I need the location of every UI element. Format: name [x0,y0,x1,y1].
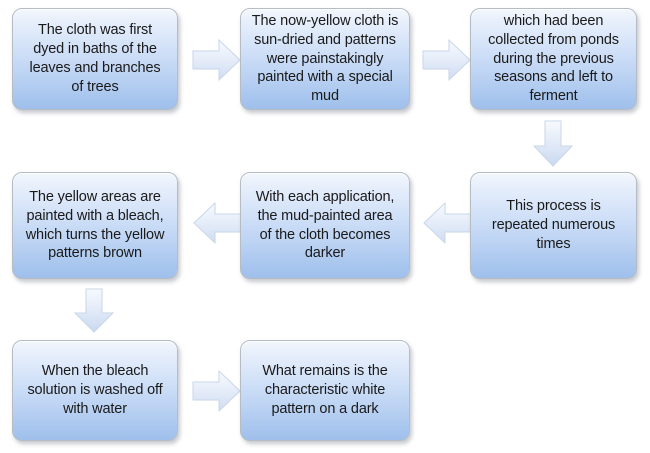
process-node-5-label: With each application, the mud-painted a… [255,188,395,262]
process-node-6[interactable]: The yellow areas are painted with a blea… [12,172,178,279]
process-node-2-label: The now-yellow cloth is sun-dried and pa… [251,12,399,105]
process-node-7[interactable]: When the bleach solution is washed off w… [12,340,178,441]
process-node-5[interactable]: With each application, the mud-painted a… [240,172,410,279]
connector-arrow-down-2[interactable] [72,288,116,334]
process-node-4[interactable]: This process is repeated numerous times [470,172,637,279]
connector-arrow-right-1[interactable] [192,38,242,82]
connector-arrow-right-2[interactable] [422,38,472,82]
process-node-7-label: When the bleach solution is washed off w… [27,363,163,417]
process-node-1[interactable]: The cloth was first dyed in baths of the… [12,8,178,110]
process-node-8-label: What remains is the characteristic white… [262,363,388,417]
connector-arrow-right-3[interactable] [192,369,242,413]
process-node-4-label: This process is repeated numerous times [491,198,616,252]
process-node-6-label: The yellow areas are painted with a blea… [25,188,165,262]
process-node-8[interactable]: What remains is the characteristic white… [240,340,410,441]
connector-arrow-left-1[interactable] [192,201,242,245]
process-node-3[interactable]: which had been collected from ponds duri… [470,8,637,110]
process-node-3-label: which had been collected from ponds duri… [488,12,619,105]
connector-arrow-left-2[interactable] [422,201,472,245]
connector-arrow-down-1[interactable] [531,120,575,168]
process-node-2[interactable]: The now-yellow cloth is sun-dried and pa… [240,8,410,110]
process-node-1-label: The cloth was first dyed in baths of the… [29,22,161,95]
